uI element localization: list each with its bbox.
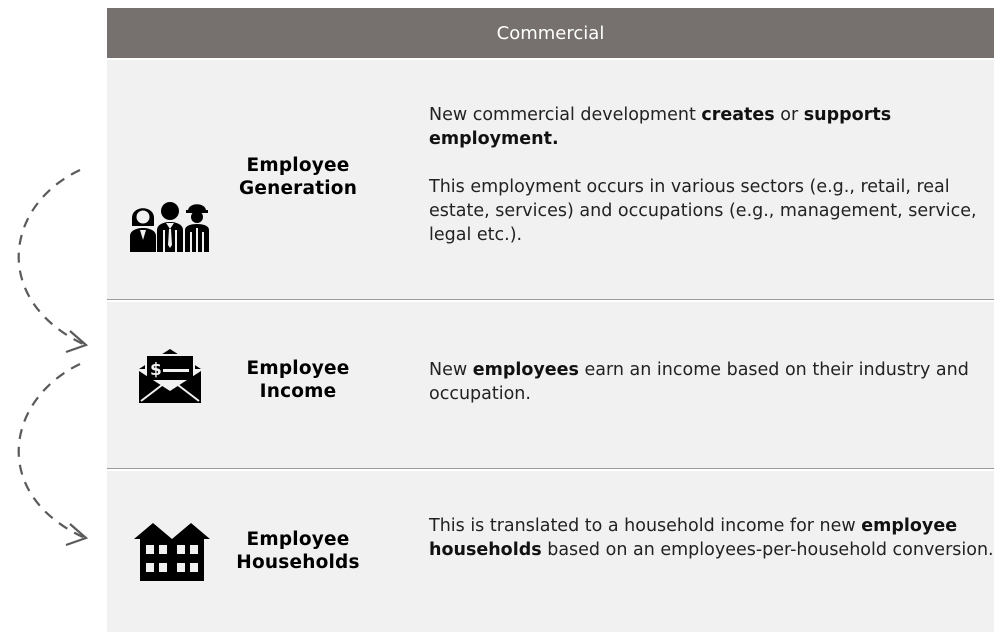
row-employee-generation: Employee Generation New commercial devel… bbox=[107, 60, 994, 299]
row-separator bbox=[107, 468, 994, 469]
arrow-generation-to-income bbox=[17, 169, 86, 346]
label-line-2: Households bbox=[236, 552, 360, 573]
desc-employee-income: New employees earn an income based on th… bbox=[429, 358, 994, 406]
commercial-table: Commercial Employee Gen bbox=[107, 8, 994, 632]
flow-arrows bbox=[17, 169, 89, 547]
row-employee-households: Employee Households This is translated t… bbox=[107, 471, 994, 632]
desc-employee-generation: New commercial development creates or su… bbox=[429, 103, 994, 247]
label-line-1: Employee bbox=[246, 529, 350, 550]
employees-icon bbox=[130, 202, 209, 252]
table-header: Commercial bbox=[107, 8, 994, 58]
desc-paragraph-1: New employees earn an income based on th… bbox=[429, 360, 969, 404]
label-employee-income: Employee Income bbox=[220, 357, 376, 403]
arrowhead-income bbox=[65, 330, 89, 354]
desc-employee-households: This is translated to a household income… bbox=[429, 514, 994, 562]
desc-paragraph-1: New commercial development creates or su… bbox=[429, 105, 892, 149]
label-employee-households: Employee Households bbox=[220, 528, 376, 574]
arrow-income-to-households bbox=[17, 363, 86, 540]
header-title: Commercial bbox=[496, 22, 605, 44]
desc-paragraph-1: This is translated to a household income… bbox=[429, 516, 994, 560]
label-line-2: Income bbox=[259, 381, 337, 402]
desc-paragraph-2: This employment occurs in various sector… bbox=[429, 177, 977, 245]
paycheck-envelope-icon: $ bbox=[139, 349, 201, 403]
label-line-1: Employee bbox=[246, 358, 350, 379]
row-separator bbox=[107, 299, 994, 300]
label-line-2: Generation bbox=[238, 178, 358, 199]
label-line-1: Employee bbox=[246, 155, 350, 176]
svg-text:$: $ bbox=[150, 360, 162, 380]
arrowhead-households bbox=[65, 523, 89, 547]
row-employee-income: $ Employee Income New employees earn an … bbox=[107, 302, 994, 468]
apartment-building-icon bbox=[134, 523, 210, 581]
label-employee-generation: Employee Generation bbox=[220, 154, 376, 200]
